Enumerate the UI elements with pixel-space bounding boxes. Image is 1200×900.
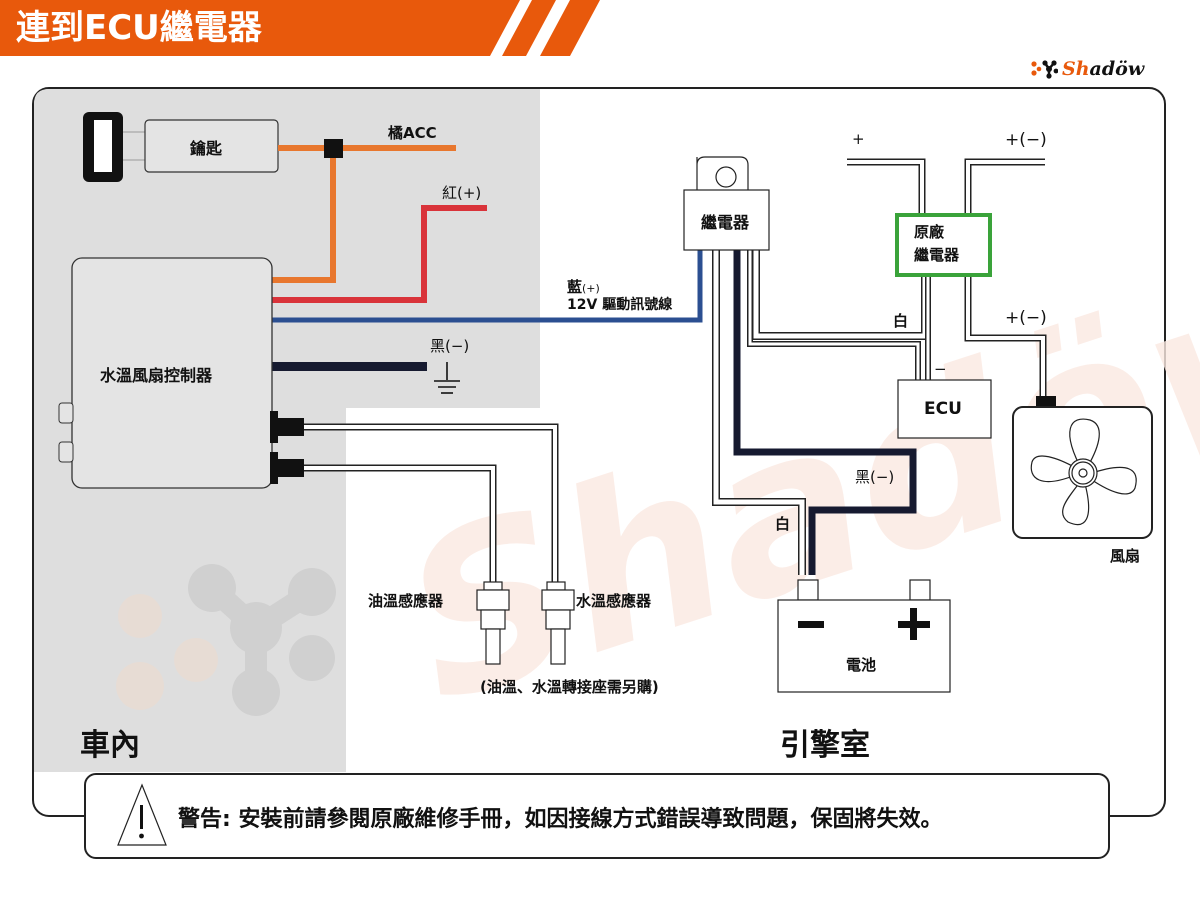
battery-plus-icon [898,608,930,640]
fan-connector [1036,396,1056,408]
fan-blade-icon [1030,418,1137,526]
ecu-label: ECU [924,399,962,419]
controller-box [71,257,273,489]
battery-terminal-neg [797,579,819,601]
battery-label: 電池 [846,656,877,674]
ignition-key-icon [83,112,146,182]
wire-label-oem-plus: + [852,130,865,148]
wire-relay-ecu [747,250,921,380]
relay-box [683,189,770,251]
wire-water-sensor [304,423,559,588]
sensor-connector [278,418,304,436]
brand-wordmark: Shadöw [1062,58,1145,80]
sensor-connector [278,459,304,477]
wire-oem-fan [964,275,1047,398]
watermark-molecule [116,564,336,716]
water-sensor-label: 水溫感應器 [576,592,652,610]
ground-symbol-icon [434,362,460,394]
wire-relay-black-ground [733,250,917,575]
wire-oem-plus [847,158,926,215]
wire-label-red: 紅(+) [442,184,482,202]
oil-sensor-icon [476,581,510,665]
wire-oil-sensor [304,464,497,588]
oil-sensor-label: 油溫感應器 [368,592,444,610]
wire-black-ground [272,362,427,371]
warning-banner: 警告: 安裝前請參閱原廠維修手冊，如因接線方式錯誤導致問題，保固將失效。 [84,773,1110,859]
water-sensor-icon [541,581,575,665]
sensor-connector [270,411,278,443]
wire-blue-signal [272,250,703,323]
wire-splice [324,139,343,158]
header-banner [0,0,600,56]
relay-mount-hole [715,166,737,188]
wire-label-oem-plus-minus-top: +(−) [1005,130,1047,150]
warning-triangle-icon [117,783,167,846]
battery-terminal-pos [909,579,931,601]
wire-label-orange-acc: 橘ACC [388,124,437,142]
wire-label-ecu-minus: − [934,360,947,378]
battery-minus-icon [798,621,824,628]
relay-label: 繼電器 [701,213,750,232]
ecu-box [897,379,992,439]
brand-logo: Shadöw [1030,56,1144,82]
sensor-connector [270,452,278,484]
wire-label-white-battery: 白 [775,515,791,533]
wire-orange-drop [272,148,336,283]
page-title: 連到ECU繼電器 [16,8,262,48]
wire-label-oem-plus-minus-fan: +(−) [1005,308,1047,328]
wire-label-black-cabin: 黑(−) [430,337,470,355]
fan-label: 風扇 [1110,547,1141,565]
oem-relay-box [895,213,992,277]
molecule-dots-icon [1031,60,1058,79]
wire-label-black-engine: 黑(−) [855,468,895,486]
controller-label: 水溫風扇控制器 [100,366,213,385]
wire-label-white-oem: 白 [893,312,909,330]
oem-relay-label-line1: 原廠 [914,223,945,241]
wire-label-blue: 藍(+) [567,278,600,296]
wire-red-pos [272,205,487,303]
wire-relay-white-battery [712,250,806,575]
zone-label-cabin: 車內 [80,728,140,763]
wire-label-blue-desc: 12V 驅動訊號線 [567,297,673,313]
controller-port [58,402,74,424]
wire-oem-plus-minus [964,158,1045,215]
controller-port [58,441,74,463]
sensor-adapter-note: (油溫、水溫轉接座需另購) [480,678,659,696]
warning-text: 警告: 安裝前請參閱原廠維修手冊，如因接線方式錯誤導致問題，保固將失效。 [178,807,943,832]
oem-relay-label-line2: 繼電器 [914,246,960,264]
key-label: 鑰匙 [190,139,223,158]
battery-box [777,599,951,693]
zone-label-engine-bay: 引擎室 [780,728,870,763]
